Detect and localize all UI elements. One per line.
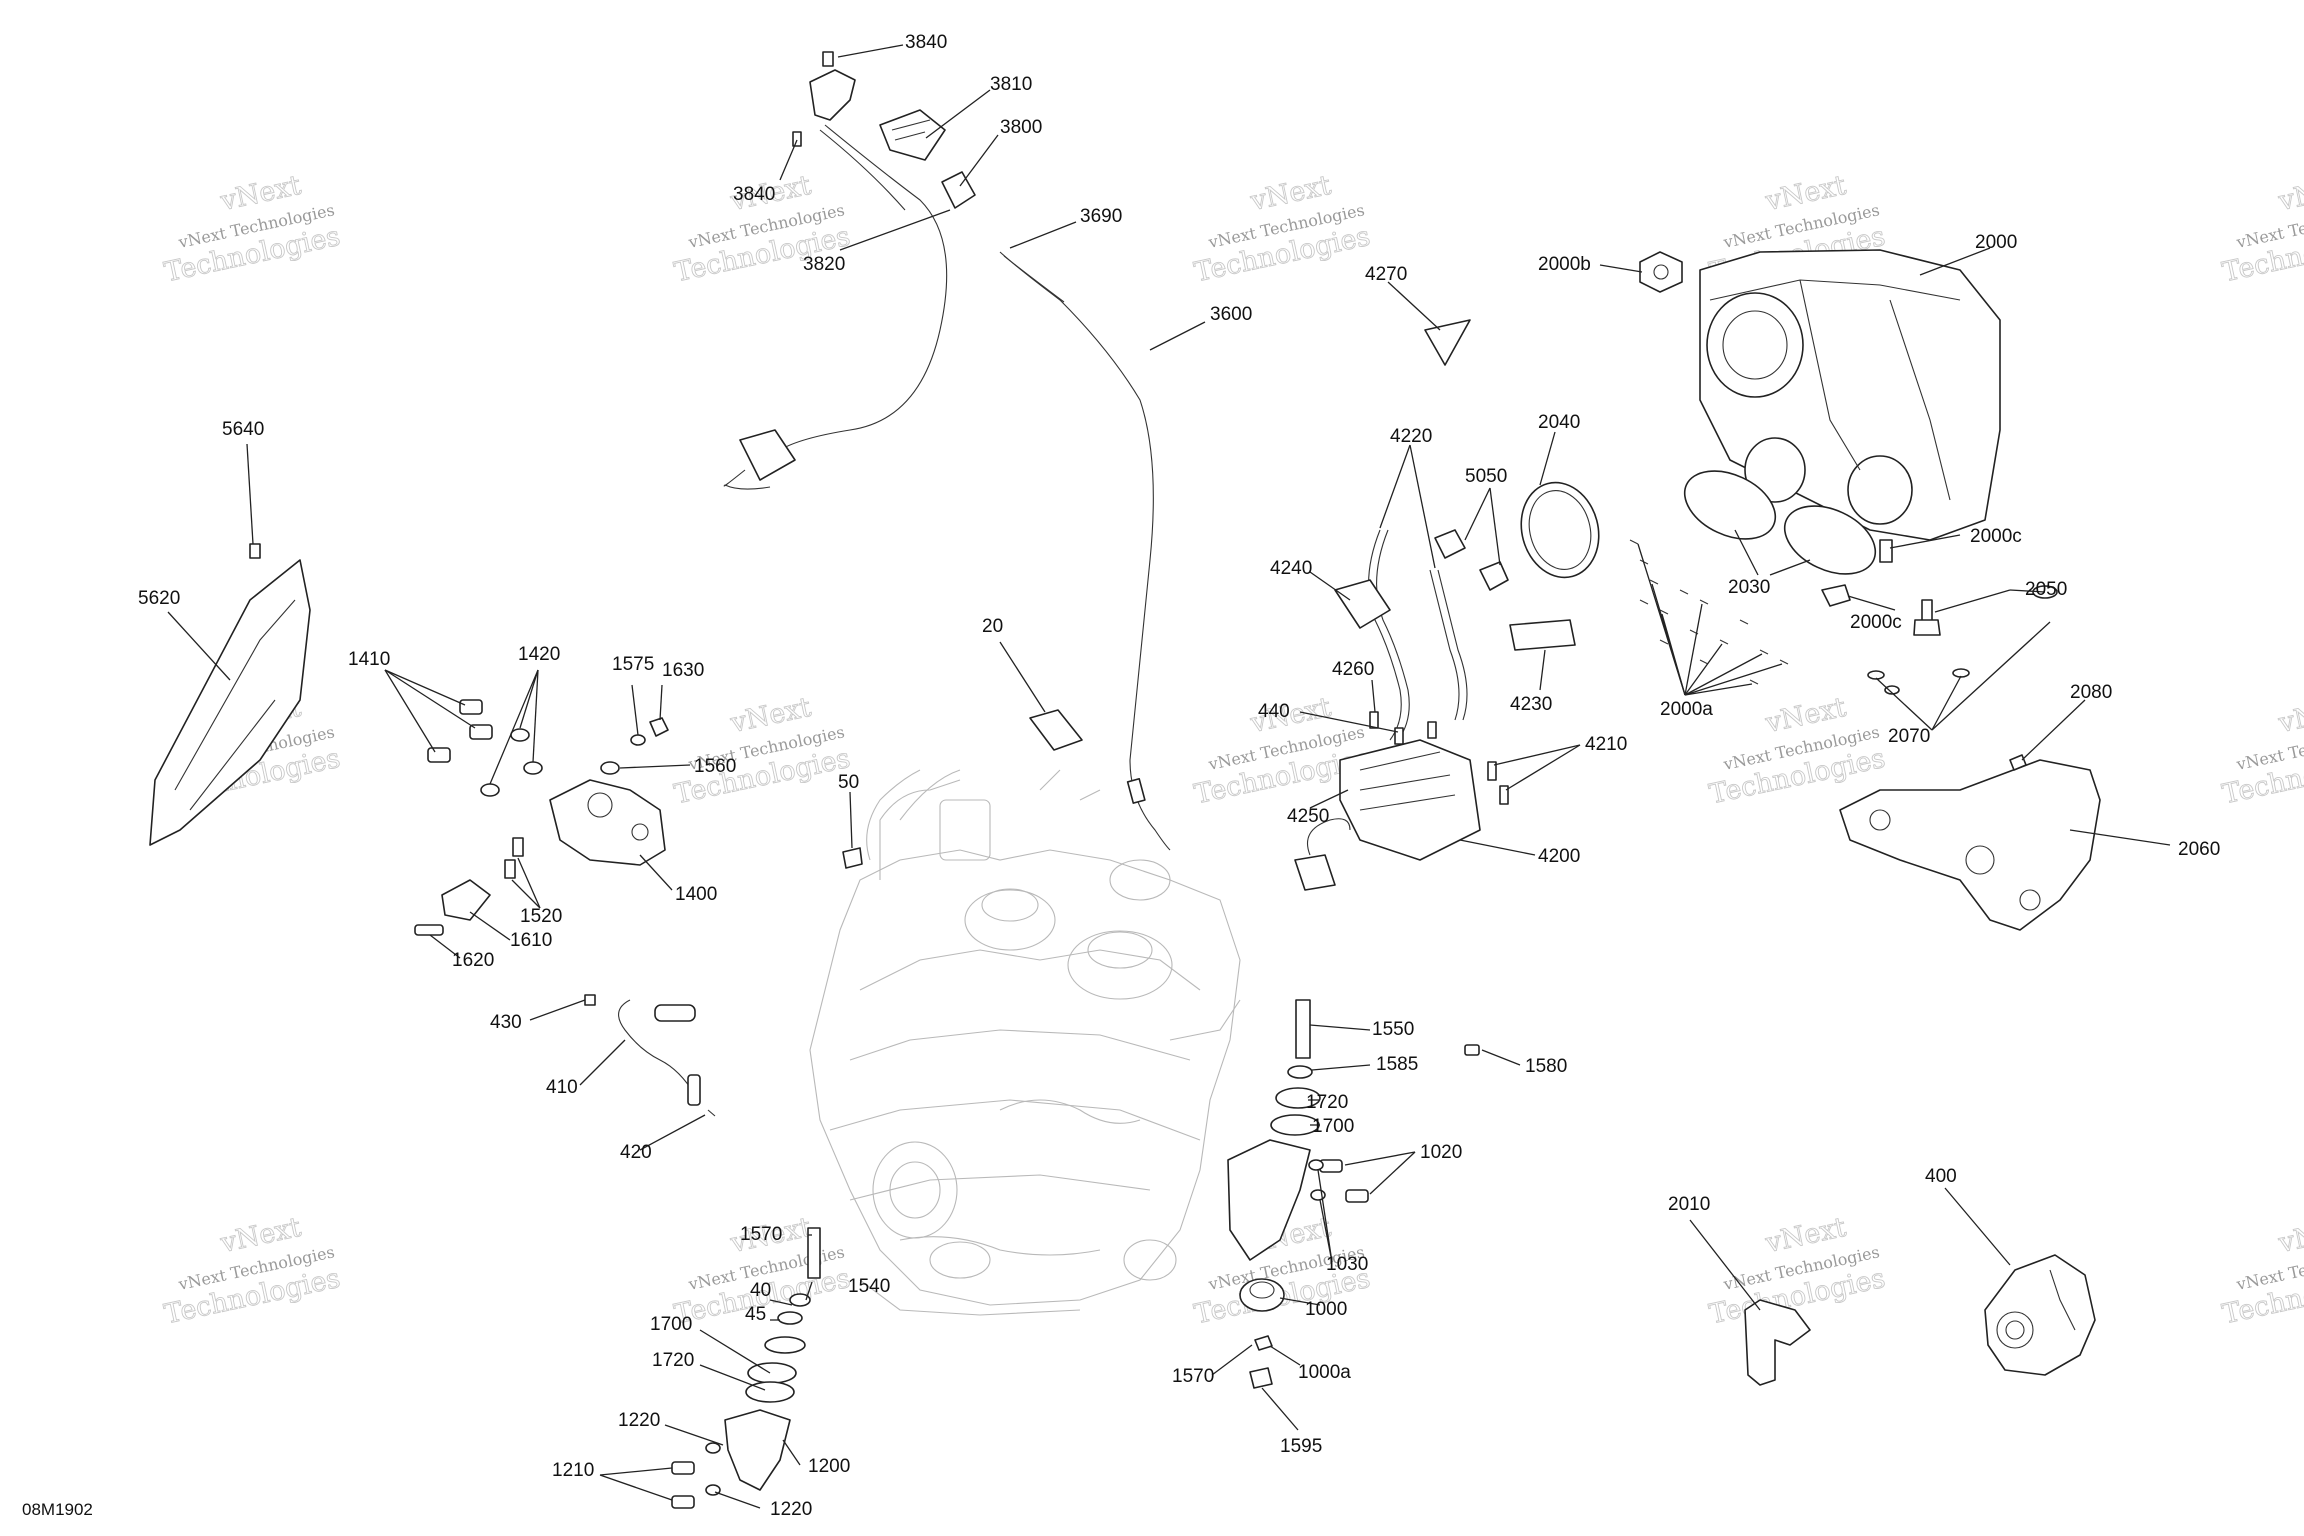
- part-number-1610: 1610: [510, 930, 552, 951]
- part-number-1420: 1420: [518, 644, 560, 665]
- part-number-1720: 1720: [652, 1350, 694, 1371]
- part-number-1220: 1220: [618, 1410, 660, 1431]
- part-number-4270: 4270: [1365, 264, 1407, 285]
- part-number-50: 50: [838, 772, 859, 793]
- part-number-5620: 5620: [138, 588, 180, 609]
- part-number-40: 40: [750, 1280, 771, 1301]
- part-number-3800: 3800: [1000, 117, 1042, 138]
- part-number-2040: 2040: [1538, 412, 1580, 433]
- part-number-4220: 4220: [1390, 426, 1432, 447]
- part-number-2000: 2000: [1975, 232, 2017, 253]
- part-number-2000a: 2000a: [1660, 699, 1713, 720]
- part-number-1000: 1000: [1305, 1299, 1347, 1320]
- part-number-2080: 2080: [2070, 682, 2112, 703]
- part-number-2000c: 2000c: [1850, 612, 1902, 633]
- part-number-2060: 2060: [2178, 839, 2220, 860]
- part-number-3690: 3690: [1080, 206, 1122, 227]
- part-number-5640: 5640: [222, 419, 264, 440]
- part-number-4260: 4260: [1332, 659, 1374, 680]
- part-number-440: 440: [1258, 701, 1290, 722]
- part-number-430: 430: [490, 1012, 522, 1033]
- part-number-1570: 1570: [1172, 1366, 1214, 1387]
- drawing-code: 08M1902: [22, 1500, 93, 1519]
- part-number-1580: 1580: [1525, 1056, 1567, 1077]
- part-number-1520: 1520: [520, 906, 562, 927]
- part-number-20: 20: [982, 616, 1003, 637]
- part-number-1585: 1585: [1376, 1054, 1418, 1075]
- part-sketches: [149, 51, 2101, 1509]
- part-number-3820: 3820: [803, 254, 845, 275]
- part-number-1210: 1210: [552, 1460, 594, 1481]
- watermark-line2: vNext: [2275, 692, 2304, 739]
- part-number-2000c: 2000c: [1970, 526, 2022, 547]
- part-number-1630: 1630: [662, 660, 704, 681]
- part-number-5050: 5050: [1465, 466, 1507, 487]
- part-number-2050: 2050: [2025, 579, 2067, 600]
- part-number-3810: 3810: [990, 74, 1032, 95]
- part-number-1020: 1020: [1420, 1142, 1462, 1163]
- part-number-1000a: 1000a: [1298, 1362, 1351, 1383]
- part-number-1410: 1410: [348, 649, 390, 670]
- part-number-1200: 1200: [808, 1456, 850, 1477]
- leader-lines: [167, 44, 2171, 1509]
- part-number-2070: 2070: [1888, 726, 1930, 747]
- part-number-2000b: 2000b: [1538, 254, 1591, 275]
- part-number-4210: 4210: [1585, 734, 1627, 755]
- watermark-line2: vNext: [2275, 170, 2304, 217]
- part-number-3840: 3840: [905, 32, 947, 53]
- part-number-1550: 1550: [1372, 1019, 1414, 1040]
- part-number-45: 45: [745, 1304, 766, 1325]
- part-number-4240: 4240: [1270, 558, 1312, 579]
- part-number-1570: 1570: [740, 1224, 782, 1245]
- part-number-410: 410: [546, 1077, 578, 1098]
- part-number-1595: 1595: [1280, 1436, 1322, 1457]
- part-number-2010: 2010: [1668, 1194, 1710, 1215]
- part-number-1540: 1540: [848, 1276, 890, 1297]
- part-number-1620: 1620: [452, 950, 494, 971]
- part-number-3840: 3840: [733, 184, 775, 205]
- part-number-420: 420: [620, 1142, 652, 1163]
- part-number-400: 400: [1925, 1166, 1957, 1187]
- part-number-1700: 1700: [1312, 1116, 1354, 1137]
- part-number-1700: 1700: [650, 1314, 692, 1335]
- engine-block-ghost: [809, 769, 1241, 1316]
- part-number-1560: 1560: [694, 756, 736, 777]
- part-number-1575: 1575: [612, 654, 654, 675]
- part-number-1720: 1720: [1306, 1092, 1348, 1113]
- part-number-4250: 4250: [1287, 806, 1329, 827]
- part-number-1030: 1030: [1326, 1254, 1368, 1275]
- part-number-3600: 3600: [1210, 304, 1252, 325]
- watermark-line2: vNext: [2275, 1212, 2304, 1259]
- part-number-4230: 4230: [1510, 694, 1552, 715]
- part-number-labels: 3840 3810 3800 3840 3820 3690 3600 4270 2000b 200…: [138, 32, 2220, 1520]
- part-number-1400: 1400: [675, 884, 717, 905]
- part-number-4200: 4200: [1538, 846, 1580, 867]
- part-number-1220: 1220: [770, 1499, 812, 1520]
- part-number-2030: 2030: [1728, 577, 1770, 598]
